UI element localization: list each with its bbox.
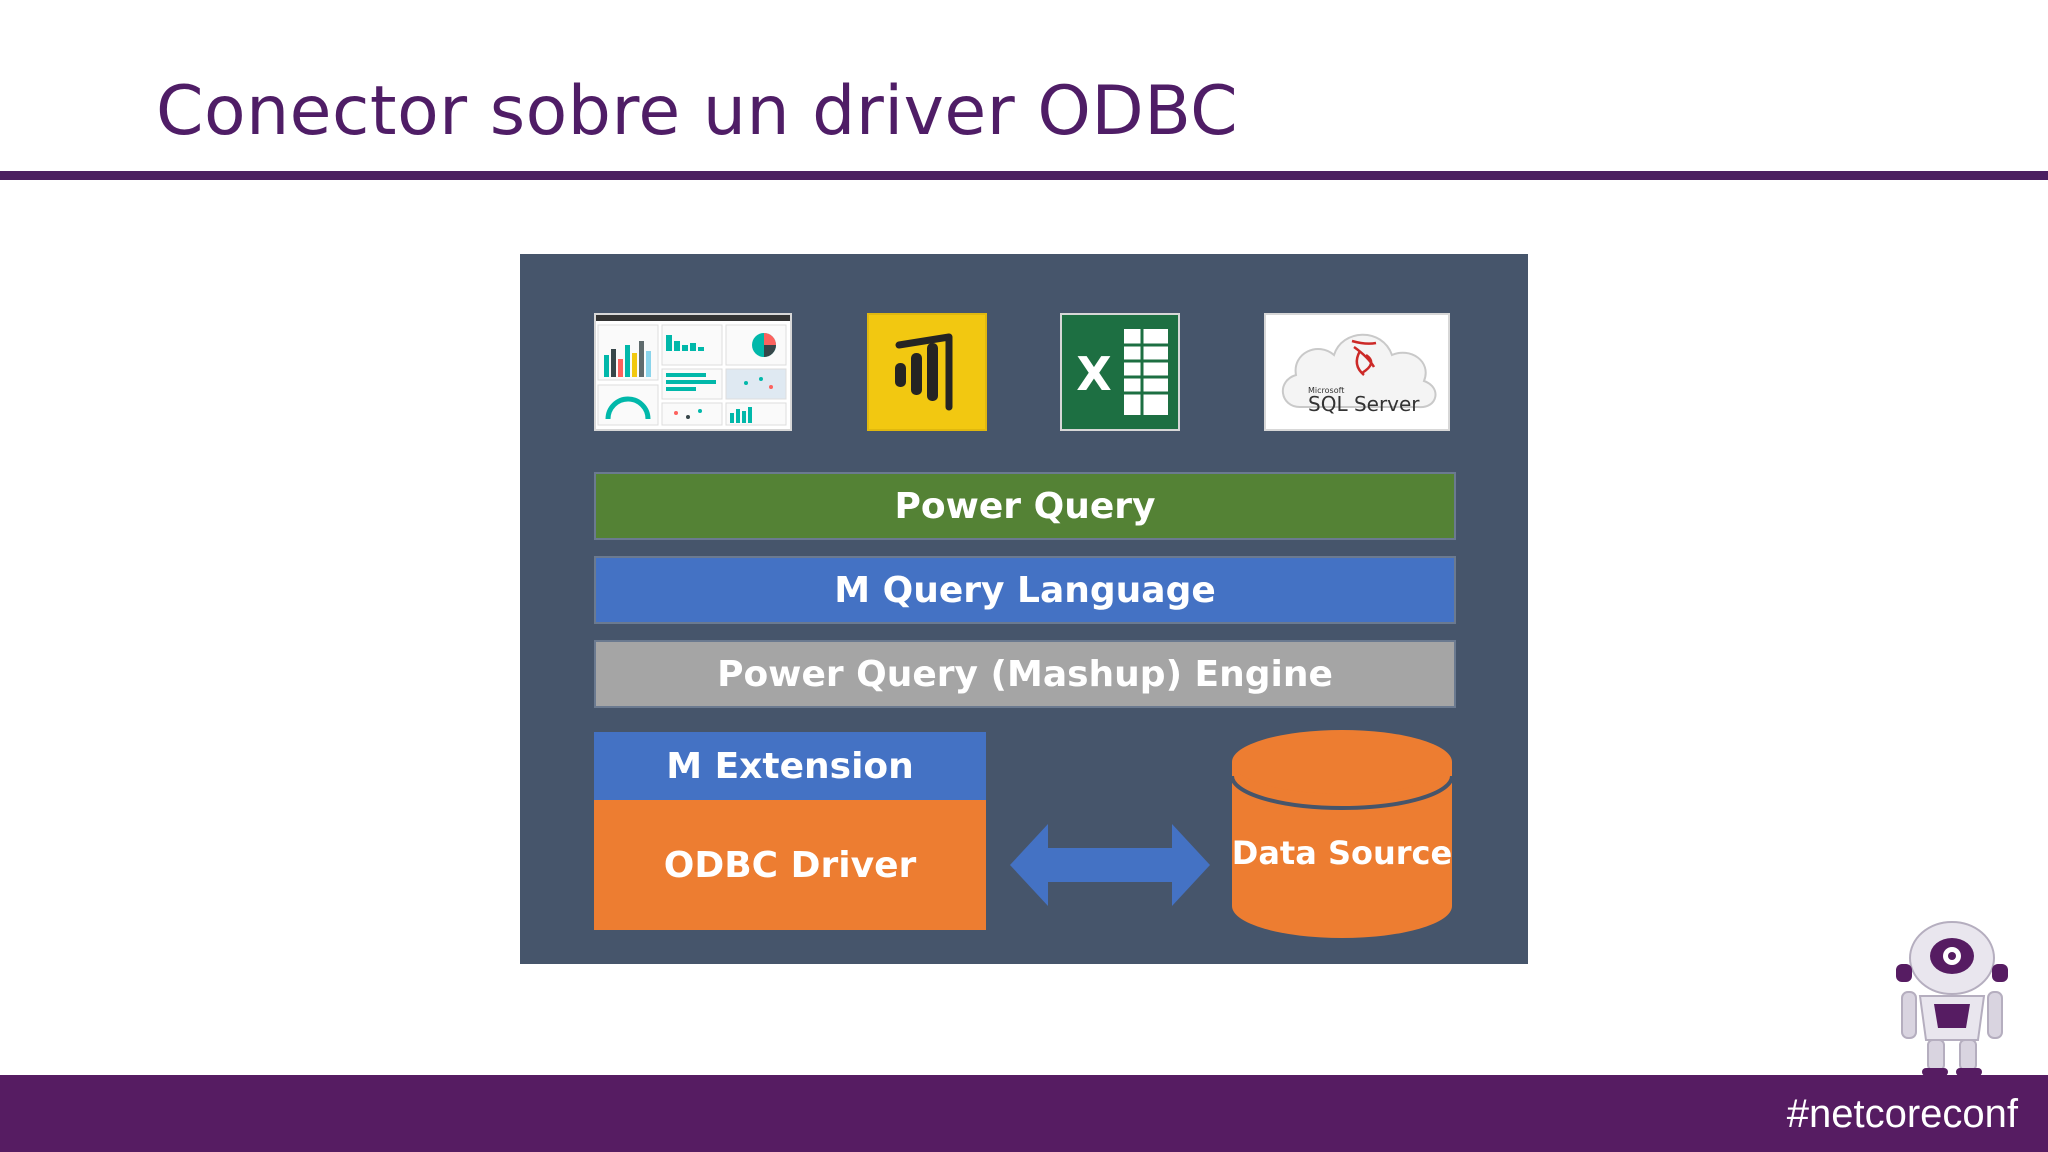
svg-text:Microsoft: Microsoft — [1308, 386, 1344, 395]
power-bi-logo — [867, 313, 987, 431]
slide-title: Conector sobre un driver ODBC — [156, 72, 1239, 151]
architecture-diagram: X Microsoft SQL Server Power Query M Que… — [520, 254, 1528, 964]
bidirectional-arrow-icon — [1010, 824, 1210, 906]
data-source-cylinder — [1230, 730, 1454, 938]
mashup-engine-label: Power Query (Mashup) Engine — [717, 653, 1333, 695]
excel-logo: X — [1060, 313, 1180, 431]
m-query-language-label: M Query Language — [834, 569, 1216, 611]
power-bi-icon — [895, 333, 953, 411]
data-source-label: Data Source — [1231, 834, 1453, 872]
m-query-language-layer: M Query Language — [594, 556, 1456, 624]
m-extension-box: M Extension — [594, 732, 986, 800]
footer-bar — [0, 1075, 2048, 1152]
m-extension-label: M Extension — [666, 745, 914, 787]
mashup-engine-layer: Power Query (Mashup) Engine — [594, 640, 1456, 708]
odbc-driver-box: ODBC Driver — [594, 800, 986, 930]
power-query-label: Power Query — [894, 485, 1156, 527]
svg-text:SQL Server: SQL Server — [1308, 392, 1420, 416]
sql-server-icon: Microsoft SQL Server — [1281, 333, 1437, 416]
dashboard-screenshot — [594, 313, 792, 431]
robot-mascot-icon — [1896, 921, 2008, 1076]
title-divider — [0, 171, 2048, 180]
power-query-layer: Power Query — [594, 472, 1456, 540]
svg-text:X: X — [1076, 347, 1111, 401]
odbc-driver-label: ODBC Driver — [663, 844, 917, 886]
footer-hashtag: #netcoreconf — [1786, 1092, 2018, 1136]
sql-server-logo: Microsoft SQL Server — [1264, 313, 1450, 431]
excel-icon: X — [1062, 315, 1178, 429]
dashboard-thumbnail-icon — [596, 315, 790, 426]
